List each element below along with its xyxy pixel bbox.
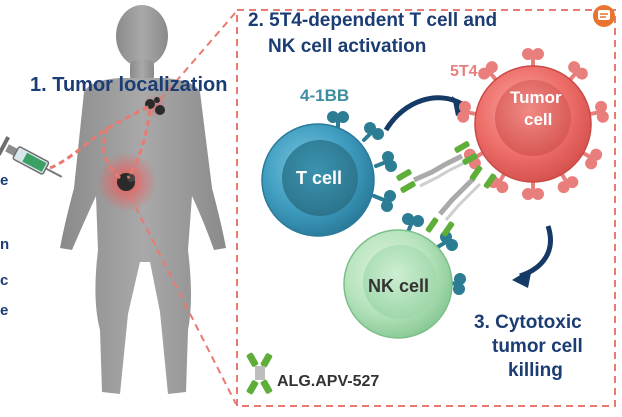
zoom-lines — [129, 11, 237, 405]
tumor-cell — [474, 65, 592, 183]
edge-fragment-1: e — [0, 172, 9, 189]
receptor-41bb-label: 4-1BB — [300, 86, 350, 105]
drug-label: ALG.APV-527 — [277, 373, 380, 390]
step3-label-line3: killing — [508, 360, 563, 381]
nk-cell-label: NK cell — [368, 276, 430, 296]
step1-label: 1. Tumor localization — [30, 74, 228, 96]
legend-antibody-icon — [246, 352, 273, 395]
step2-label-line1: 2. 5T4-dependent T cell and — [248, 10, 498, 31]
tumor-cell-label-line1: Tumor — [510, 88, 562, 107]
receptor-icon — [327, 111, 397, 212]
antigen-5t4-label: 5T4 — [450, 63, 478, 80]
corner-badge-icon — [593, 5, 615, 27]
edge-fragment-2: n — [0, 236, 10, 253]
tumor-icon — [117, 173, 135, 191]
syringe-icon — [0, 136, 63, 178]
t-cell — [261, 123, 375, 237]
step2-label-line2: NK cell activation — [268, 36, 427, 57]
circulation-path — [49, 104, 152, 180]
antibody-icon — [396, 141, 478, 193]
zoom-box — [236, 9, 616, 407]
step3-label-line1: 3. Cytotoxic — [474, 312, 582, 333]
step3-label-line2: tumor cell — [492, 336, 583, 357]
human-body-icon — [60, 5, 226, 394]
tumor-cell-label-line2: cell — [524, 110, 553, 129]
edge-fragment-4: e — [0, 302, 9, 319]
nk-cell — [343, 229, 453, 339]
antigen-5t4-group — [457, 48, 609, 200]
arrow-head-bottom — [512, 268, 532, 288]
antibody-icon-2 — [425, 165, 497, 237]
t-cell-label: T cell — [296, 168, 343, 188]
edge-fragment-3: c — [0, 272, 9, 289]
